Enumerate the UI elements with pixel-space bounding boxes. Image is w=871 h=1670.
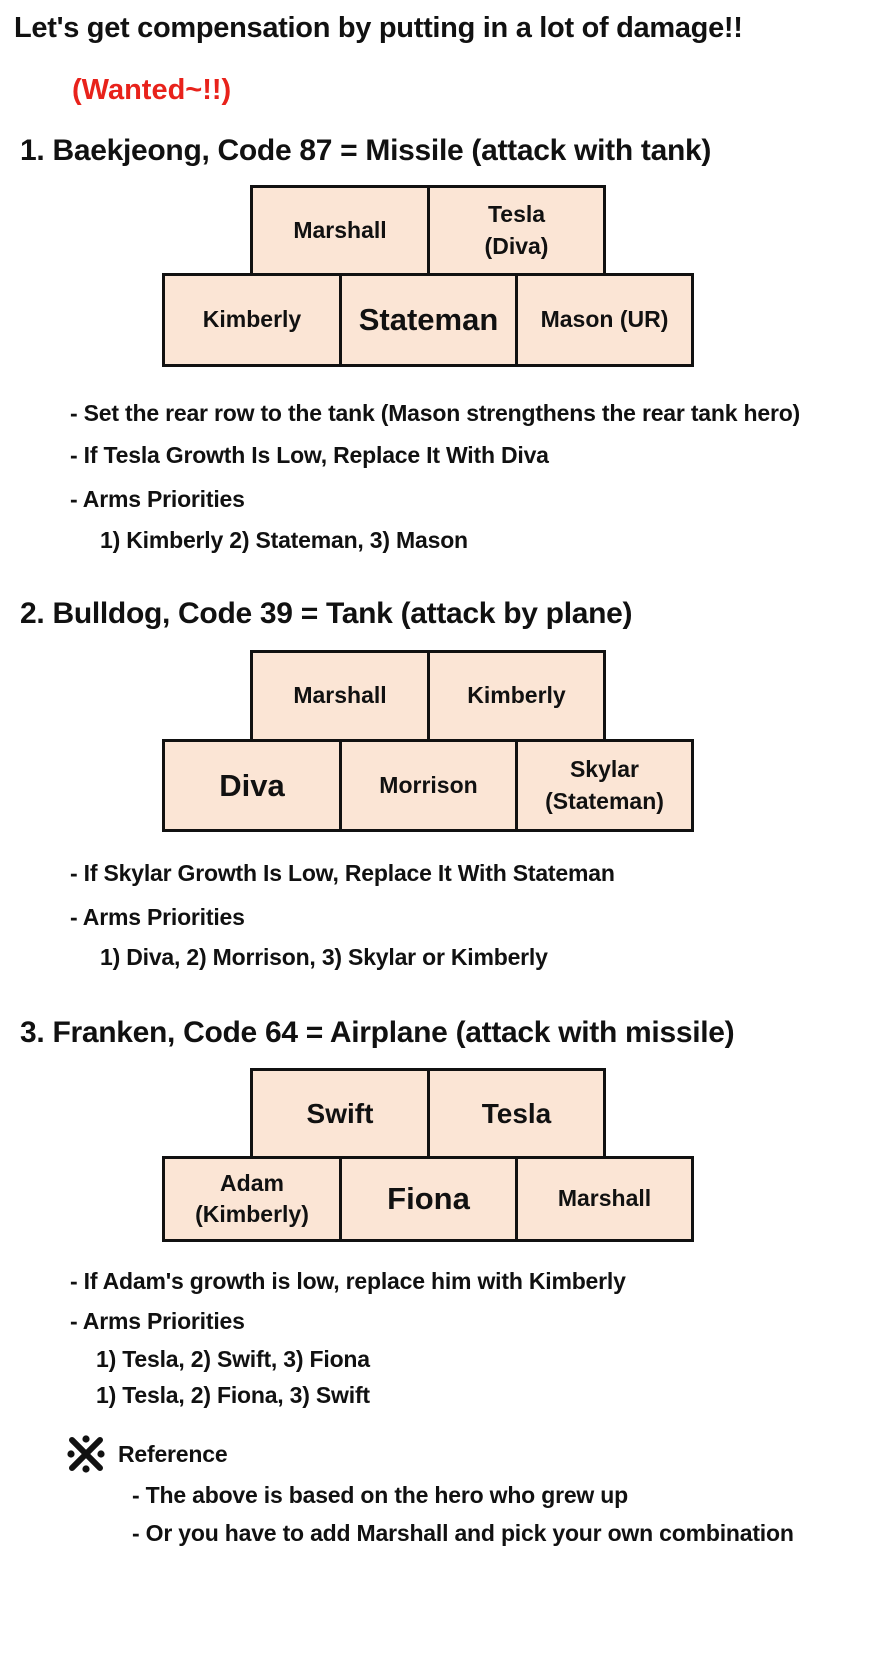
formation-1-back-1: Kimberly [162, 273, 342, 367]
section-1-priority-1: 1) Kimberly 2) Stateman, 3) Mason [100, 527, 468, 553]
section-2-priority-1: 1) Diva, 2) Morrison, 3) Skylar or Kimbe… [100, 944, 548, 970]
reference-mark-icon [66, 1434, 106, 1474]
reference-line-2: - Or you have to add Marshall and pick y… [132, 1520, 794, 1546]
formation-3-front-1: Swift [250, 1068, 430, 1159]
formation-3-back-3: Marshall [515, 1156, 694, 1242]
formation-1-front-2: Tesla (Diva) [427, 185, 606, 276]
formation-1-back-2: Stateman [339, 273, 518, 367]
formation-2-back-2: Morrison [339, 739, 518, 832]
section-1-note-3: - Arms Priorities [70, 486, 245, 512]
section-3-priority-1: 1) Tesla, 2) Swift, 3) Fiona [96, 1346, 370, 1372]
section-3-note-2: - Arms Priorities [70, 1308, 245, 1334]
section-3-heading: 3. Franken, Code 64 = Airplane (attack w… [20, 1016, 735, 1049]
formation-3-front-2: Tesla [427, 1068, 606, 1159]
reference-label: Reference [118, 1441, 228, 1467]
formation-1-back-3: Mason (UR) [515, 273, 694, 367]
formation-2-front-2: Kimberly [427, 650, 606, 742]
section-2-heading: 2. Bulldog, Code 39 = Tank (attack by pl… [20, 597, 633, 630]
formation-3-back-2: Fiona [339, 1156, 518, 1242]
formation-2-back-3: Skylar (Stateman) [515, 739, 694, 832]
formation-1-front-1: Marshall [250, 185, 430, 276]
page-subtitle: (Wanted~!!) [72, 74, 232, 106]
section-1-note-1: - Set the rear row to the tank (Mason st… [70, 400, 801, 426]
section-2-note-1: - If Skylar Growth Is Low, Replace It Wi… [70, 860, 615, 886]
section-1-heading: 1. Baekjeong, Code 87 = Missile (attack … [20, 134, 712, 167]
section-3-priority-2: 1) Tesla, 2) Fiona, 3) Swift [96, 1382, 370, 1408]
page-title: Let's get compensation by putting in a l… [14, 12, 743, 44]
formation-2-front-1: Marshall [250, 650, 430, 742]
formation-3-back-1: Adam (Kimberly) [162, 1156, 342, 1242]
section-2-note-2: - Arms Priorities [70, 904, 245, 930]
section-1-note-2: - If Tesla Growth Is Low, Replace It Wit… [70, 442, 549, 468]
section-3-note-1: - If Adam's growth is low, replace him w… [70, 1268, 626, 1294]
reference-line-1: - The above is based on the hero who gre… [132, 1482, 628, 1508]
formation-2-back-1: Diva [162, 739, 342, 832]
